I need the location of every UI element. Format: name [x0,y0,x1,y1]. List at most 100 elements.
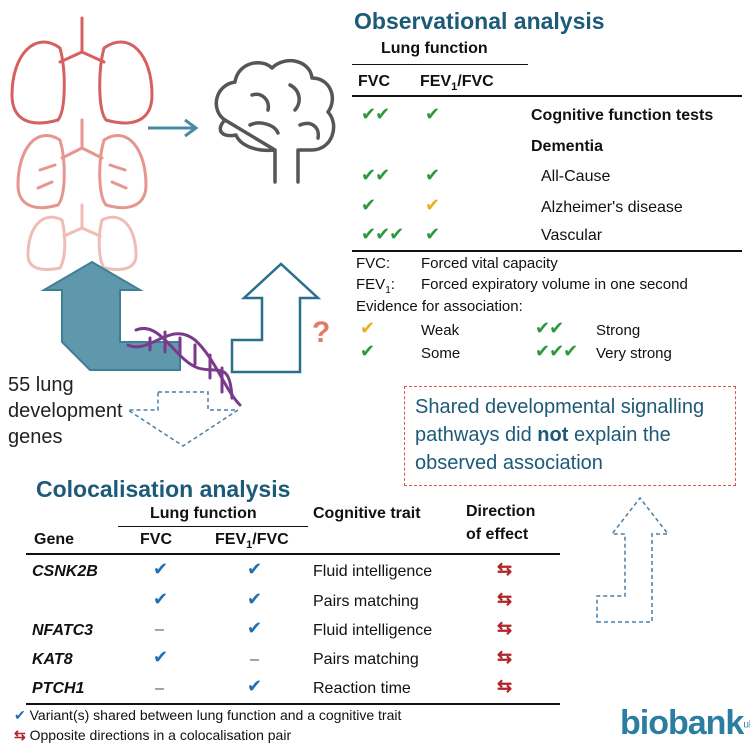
legend-evidence-title: Evidence for association: [356,298,523,315]
fev-tail: : [390,276,395,293]
colocalisation-title: Colocalisation analysis [36,476,291,502]
legend-fvc-abbr: FVC: [356,255,391,272]
legend-weak-mark: ✔ [360,318,376,338]
legend-fev-full: Forced expiratory volume in one second [421,276,688,293]
coloc-gene: NFATC3 [32,622,94,639]
check-icon: ✔ [14,707,26,723]
arrow-up-filled-icon [40,260,181,371]
obs-row-cognitive-label: Cognitive function tests [531,107,714,124]
genes-label-line: 55 lung [8,374,74,396]
coloc-fev-cell: ✔ [247,589,263,609]
obs-row-alzheimer-fev: ✔ [425,195,441,215]
obs-row-allcause-fvc: ✔✔ [361,165,390,185]
divider [352,250,742,252]
fev-subscript: 1 [385,285,391,296]
note-text: explain the observed association [415,424,671,474]
coloc-footnote-opposite: ⇆ Opposite directions in a colocalisatio… [14,727,291,744]
divider [352,95,742,97]
genes-label-line: genes [8,426,63,448]
fev-tail: /FVC [252,531,289,548]
legend-some: Some [421,345,461,362]
logo-text: biobank [620,704,744,742]
coloc-lung-function-header: Lung function [150,505,257,522]
coloc-gene: PTCH1 [32,680,85,697]
coloc-trait: Fluid intelligence [313,563,433,580]
divider [26,553,560,555]
legend-strong: Strong [596,322,641,339]
brain-icon [214,58,336,184]
genes-label-line: development [8,400,123,422]
fev-subscript: 1 [246,539,253,552]
biobank-logo: biobankuk [620,704,750,743]
obs-row-vascular-label: Vascular [541,227,603,244]
divider [118,526,308,527]
obs-row-vascular-fev: ✔ [425,224,440,244]
coloc-fev-cell: – [250,651,259,668]
question-mark-icon: ? [312,316,330,349]
obs-row-vascular-fvc: ✔✔✔ [361,224,404,244]
obs-row-cognitive-fev: ✔ [425,104,440,124]
legend-some-mark: ✔ [360,341,375,361]
coloc-fev-cell: ✔ [247,618,263,638]
opposite-direction-icon: ⇆ [14,727,26,743]
legend-fev-abbr: FEV1: [356,276,395,296]
legend-weak: Weak [421,322,460,339]
arrow-down-dashed-icon [125,391,241,447]
footnote-text: Variant(s) shared between lung function … [29,707,402,723]
legend-fvc-full: Forced vital capacity [421,255,558,272]
opposite-direction-icon: ⇆ [497,676,513,696]
divider [352,64,528,65]
genes-label: 55 lung development genes [8,372,123,450]
fev-label: FEV [420,73,452,90]
obs-row-allcause-label: All-Cause [541,168,611,185]
coloc-fev-cell: ✔ [247,559,263,579]
obs-row-dementia-label: Dementia [531,138,604,155]
coloc-fvc-cell: ✔ [153,589,169,609]
coloc-col-gene: Gene [34,531,75,548]
obs-row-cognitive-fvc: ✔✔ [361,104,390,124]
observational-lung-function-header: Lung function [381,40,488,57]
observational-col-fvc: FVC [358,73,390,90]
conclusion-note: Shared developmental signalling pathways… [404,386,736,486]
obs-row-alzheimer-fvc: ✔ [361,195,376,215]
coloc-gene: KAT8 [32,651,73,668]
coloc-fvc-cell: ✔ [153,647,169,667]
opposite-direction-icon: ⇆ [497,647,513,667]
lungs-icon [10,16,154,271]
fev-label: FEV [215,531,247,548]
legend-very-strong: Very strong [596,345,672,362]
observational-title: Observational analysis [354,8,605,34]
fev-subscript: 1 [451,81,458,94]
coloc-col-trait: Cognitive trait [313,505,421,522]
coloc-trait: Pairs matching [313,593,419,610]
coloc-fvc-cell: – [155,621,164,638]
coloc-fvc-cell: ✔ [153,559,169,579]
divider [26,703,560,705]
coloc-trait: Fluid intelligence [313,622,433,639]
observational-col-fev: FEV1/FVC [420,73,494,93]
coloc-gene: CSNK2B [32,563,98,580]
fev-tail: /FVC [457,73,494,90]
opposite-direction-icon: ⇆ [497,589,513,609]
arrow-right-icon [148,118,199,138]
fev-label: FEV [356,276,386,293]
note-text: Shared developmental signalling pathways… [415,396,705,446]
arrow-up-outline-icon [230,262,322,374]
coloc-col-direction-1: Direction [466,503,536,520]
footnote-text: Opposite directions in a colocalisation … [29,727,292,743]
obs-row-alzheimer-label: Alzheimer's disease [541,199,683,216]
coloc-footnote-shared: ✔ Variant(s) shared between lung functio… [14,707,401,724]
coloc-trait: Reaction time [313,680,411,697]
coloc-col-fev: FEV1/FVC [215,531,289,551]
legend-strong-mark: ✔✔ [535,318,564,338]
opposite-direction-icon: ⇆ [497,618,513,638]
coloc-col-direction-2: of effect [466,526,529,543]
opposite-direction-icon: ⇆ [497,559,513,579]
coloc-trait: Pairs matching [313,651,419,668]
arrow-up-dashed-icon [596,496,670,623]
coloc-fev-cell: ✔ [247,676,263,696]
logo-suffix: uk [743,719,750,731]
coloc-fvc-cell: – [155,680,164,697]
legend-very-strong-mark: ✔✔✔ [535,341,578,361]
